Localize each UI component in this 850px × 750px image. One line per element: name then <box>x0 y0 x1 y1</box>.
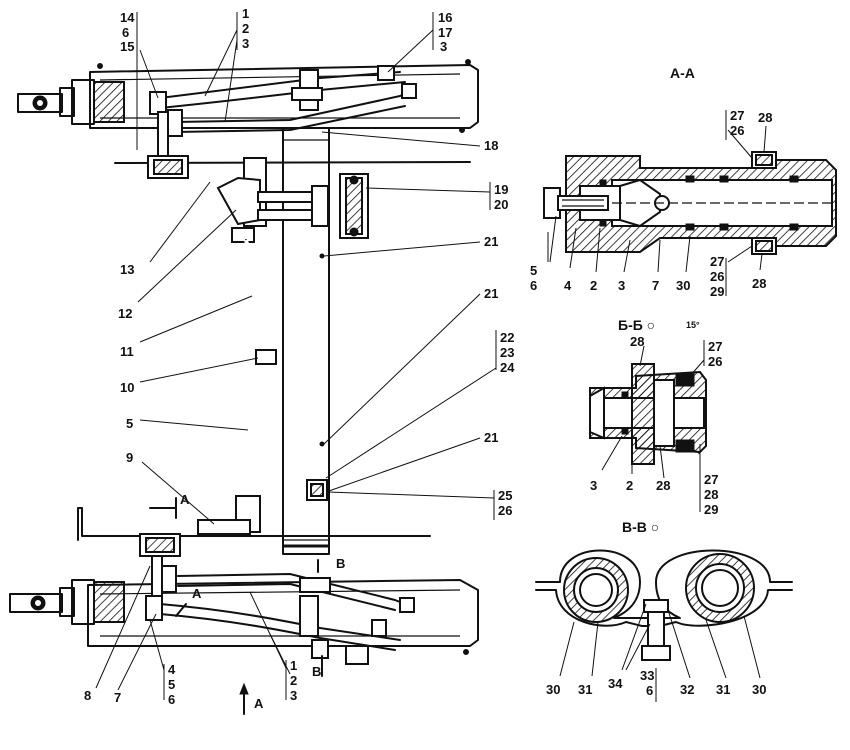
callout-2b: 2 <box>290 673 297 688</box>
bb-callout-29: 29 <box>704 502 718 517</box>
aa-callout-6: 6 <box>530 278 537 293</box>
callout-3b: 3 <box>440 39 447 54</box>
aa-callout-26: 26 <box>730 123 744 138</box>
section-vv: В-В ○ 30 31 34 33 6 32 31 30 <box>535 519 793 702</box>
callout-3: 3 <box>242 36 249 51</box>
callout-15: 15 <box>120 39 134 54</box>
section-bb-title: Б-Б ○ <box>618 317 655 333</box>
vv-callout-30a: 30 <box>546 682 560 697</box>
aa-callout-2: 2 <box>590 278 597 293</box>
callout-11: 11 <box>120 344 134 359</box>
callout-5: 5 <box>126 416 133 431</box>
vv-callout-6: 6 <box>646 683 653 698</box>
vv-callout-34: 34 <box>608 676 623 691</box>
callout-3c: 3 <box>290 688 297 703</box>
callout-18: 18 <box>484 138 498 153</box>
callout-12: 12 <box>118 306 132 321</box>
callout-7: 7 <box>114 690 121 705</box>
aa-callout-28-top: 28 <box>758 110 772 125</box>
callout-8: 8 <box>84 688 91 703</box>
section-aa-title: А-А <box>670 65 695 81</box>
bb-callout-3: 3 <box>590 478 597 493</box>
callout-22: 22 <box>500 330 514 345</box>
main-leaders <box>95 12 497 700</box>
callout-10: 10 <box>120 380 134 395</box>
lower-hoses <box>139 533 415 665</box>
main-callouts: 14 6 15 1 2 3 16 17 3 18 19 20 21 21 22 … <box>84 6 515 707</box>
aa-callout-7: 7 <box>652 278 659 293</box>
callout-1: 1 <box>242 6 249 21</box>
section-bb: Б-Б ○ 15° 28 27 26 3 2 28 27 28 29 <box>589 317 722 517</box>
lower-l-rod <box>77 507 431 541</box>
callout-19: 19 <box>494 182 508 197</box>
callout-16: 16 <box>438 10 452 25</box>
aa-callout-5: 5 <box>530 263 537 278</box>
aa-callout-28-bottom: 28 <box>752 276 766 291</box>
callout-5b: 5 <box>168 677 175 692</box>
callout-6: 6 <box>122 25 129 40</box>
callout-24: 24 <box>500 360 515 375</box>
callout-17: 17 <box>438 25 452 40</box>
flexible-hose <box>197 239 277 535</box>
view-mark-b-lower: B <box>312 664 321 679</box>
vv-callout-31a: 31 <box>578 682 592 697</box>
callout-20: 20 <box>494 197 508 212</box>
aa-callout-26b: 26 <box>710 269 724 284</box>
bb-callout-2: 2 <box>626 478 633 493</box>
vv-callout-30b: 30 <box>752 682 766 697</box>
callout-23: 23 <box>500 345 514 360</box>
middle-bracket <box>216 157 369 243</box>
callout-13: 13 <box>120 262 134 277</box>
aa-callout-30: 30 <box>676 278 690 293</box>
bb-callout-28b: 28 <box>656 478 670 493</box>
callout-21a: 21 <box>484 234 498 249</box>
bb-callout-26: 26 <box>708 354 722 369</box>
callout-1b: 1 <box>290 658 297 673</box>
lower-beam <box>9 579 479 655</box>
section-vv-title: В-В ○ <box>622 519 659 535</box>
aa-callout-27: 27 <box>730 108 744 123</box>
callout-6b: 6 <box>168 692 175 707</box>
callout-2: 2 <box>242 21 249 36</box>
callout-21b: 21 <box>484 286 498 301</box>
upper-hoses <box>147 65 417 179</box>
aa-callout-29: 29 <box>710 284 724 299</box>
view-mark-a-mid: A <box>192 586 202 601</box>
aa-callout-27b: 27 <box>710 254 724 269</box>
aa-callout-4: 4 <box>564 278 572 293</box>
section-aa: А-А <box>530 65 837 299</box>
callout-14: 14 <box>120 10 135 25</box>
main-assembly-view: A A A B B <box>9 6 515 715</box>
callout-9: 9 <box>126 450 133 465</box>
callout-26: 26 <box>498 503 512 518</box>
section-bb-angle: 15° <box>686 320 700 330</box>
callout-25: 25 <box>498 488 512 503</box>
vv-callout-32: 32 <box>680 682 694 697</box>
bb-callout-27b: 27 <box>704 472 718 487</box>
callout-21c: 21 <box>484 430 498 445</box>
bb-callout-28c: 28 <box>704 487 718 502</box>
view-mark-b-upper: B <box>336 556 345 571</box>
view-mark-a-bottom: A <box>254 696 264 711</box>
bb-callout-28: 28 <box>630 334 644 349</box>
bb-callout-27: 27 <box>708 339 722 354</box>
callout-4: 4 <box>168 662 176 677</box>
vv-callout-33: 33 <box>640 668 654 683</box>
aa-callout-3: 3 <box>618 278 625 293</box>
vv-callout-31b: 31 <box>716 682 730 697</box>
